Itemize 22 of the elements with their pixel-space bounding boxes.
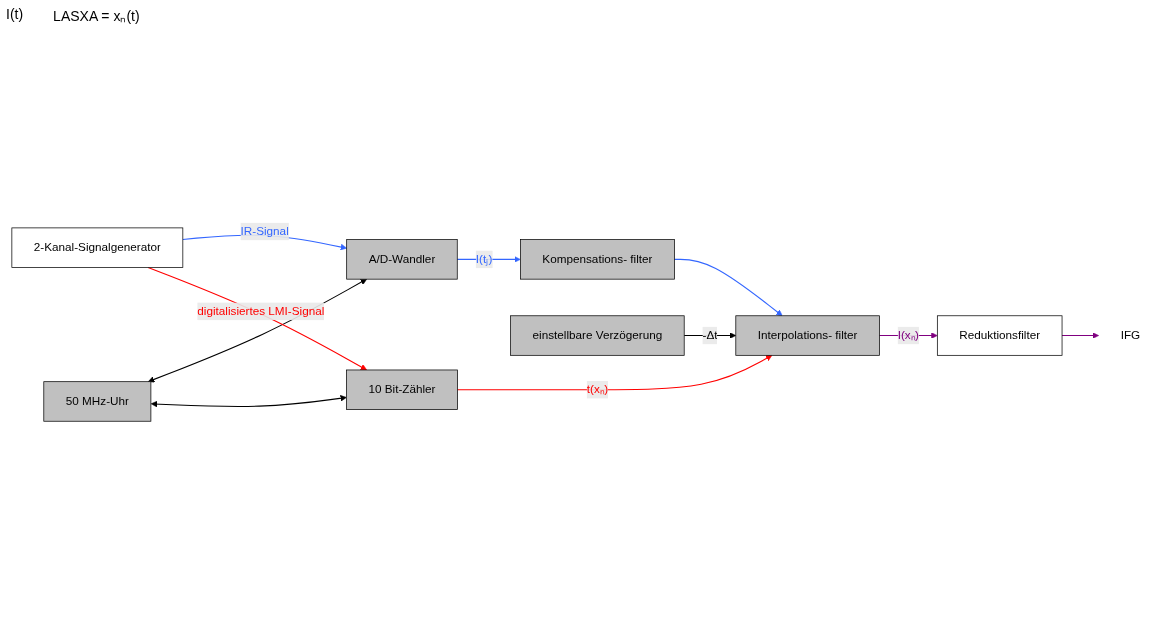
node-box: Reduktionsfilter [936, 315, 1063, 356]
node-box: Kompensations- filter [520, 239, 675, 280]
node-box: Interpolations- filter [735, 315, 880, 356]
arrow [673, 258, 783, 317]
edge-label: I(xₙ) [897, 328, 920, 342]
node-box: A/D-Wandler [346, 239, 458, 280]
edge-label: IR-Signal [240, 224, 289, 238]
node-box: einstellbare Verzögerung [510, 315, 685, 356]
edge-label: I(tⱼ) [475, 252, 493, 266]
node-box: 2-Kanal-Signalgenerator [11, 227, 184, 268]
edge-label: t(xₙ) [586, 383, 609, 396]
node-box: 10 Bit-Zähler [346, 369, 458, 410]
node-box: 50 MHz-Uhr [43, 381, 152, 422]
node-text: IFG [1120, 328, 1141, 342]
arrow [150, 395, 347, 408]
edge-label: -Δt [702, 328, 718, 342]
arrow [147, 266, 367, 371]
arrow [456, 355, 773, 391]
edge-label: digitalisiertes LMI-Signal [197, 304, 325, 318]
signal-label: I(t) [6, 6, 24, 24]
arrow [1061, 332, 1099, 339]
signal-label: LASXA = xₙ(t) [53, 7, 140, 26]
